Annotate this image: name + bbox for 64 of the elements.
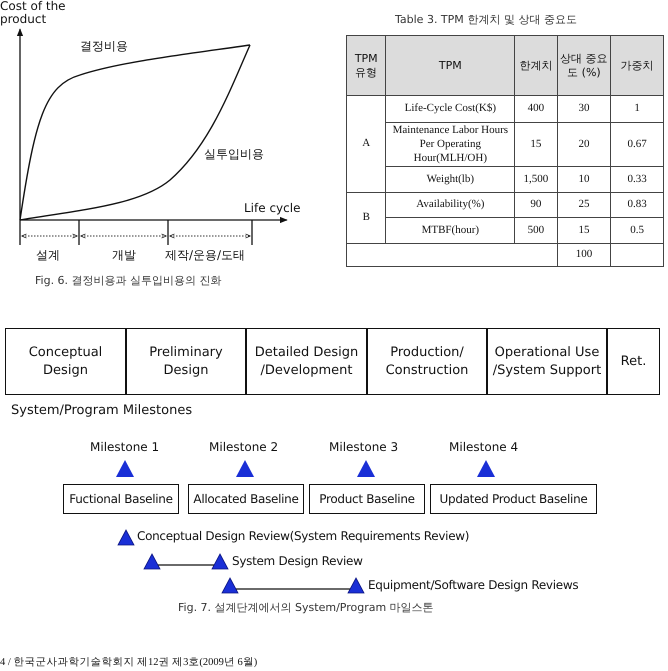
review-triangle	[222, 578, 238, 593]
table-cell: Maintenance Labor Hours Per Operating Hour(MLH/OH)	[386, 122, 515, 167]
milestone-label: Milestone 1	[90, 440, 160, 454]
table-cell: B	[346, 192, 386, 244]
curve-label: 실투입비용	[204, 146, 264, 163]
table-cell: Availability(%)	[386, 192, 515, 218]
table-cell: 15	[514, 122, 558, 167]
review-triangle	[212, 554, 228, 569]
table-cell: A	[346, 96, 386, 193]
table-cell: 90	[514, 192, 558, 218]
phase-box: Production/ Construction	[367, 328, 487, 395]
phase-box: Detailed Design /Development	[246, 328, 367, 395]
table-cell: 500	[514, 218, 558, 244]
table-cell: 0.5	[610, 218, 664, 244]
milestone-label: Milestone 3	[329, 440, 398, 454]
phase-box: Operational Use /System Support	[487, 328, 607, 395]
header-cell: 상대 중요도 (%)	[557, 36, 611, 96]
table-cell: 100	[557, 244, 611, 267]
phase-label: 제작/운용/도태	[165, 247, 246, 264]
axis-label: Life cycle	[244, 201, 300, 215]
connector-line	[236, 588, 350, 590]
baseline-box: Product Baseline	[309, 484, 425, 514]
phase-label: 설계	[36, 247, 60, 264]
phase-box: Ret.	[607, 328, 660, 395]
section-heading: System/Program Milestones	[11, 403, 192, 418]
header-cell: 가중치	[610, 36, 664, 96]
table-cell: 10	[557, 166, 611, 193]
table-cell: MTBF(hour)	[386, 218, 515, 244]
connector-line	[158, 564, 214, 566]
phase-label: 개발	[112, 247, 136, 264]
table-cell: 0.67	[610, 122, 664, 167]
baseline-box: Updated Product Baseline	[430, 484, 597, 514]
table-cell: 20	[557, 122, 611, 167]
review-triangle	[118, 530, 134, 545]
figure-caption: Fig. 6. 결정비용과 실투입비용의 진화	[35, 273, 222, 288]
review-triangle	[144, 554, 160, 569]
review-label: Equipment/Software Design Reviews	[368, 578, 578, 592]
baseline-box: Fuctional Baseline	[63, 484, 179, 514]
milestone-label: Milestone 2	[209, 440, 278, 454]
review-label: Conceptual Design Review(System Requirements Review)	[137, 529, 470, 543]
header-cell: TPM 유형	[346, 36, 386, 96]
table-cell: 400	[514, 96, 558, 122]
curve-label: 결정비용	[80, 38, 128, 55]
table-cell: 1,500	[514, 166, 558, 193]
table-cell: 0.83	[610, 192, 664, 218]
header-cell: 한계치	[514, 36, 558, 96]
page-footer: 4 / 한국군사과학기술학회지 제12권 제3호(2009년 6월)	[0, 655, 258, 669]
review-triangle	[348, 578, 364, 593]
table-cell: 1	[610, 96, 664, 122]
table-cell: 0.33	[610, 166, 664, 193]
milestone-label: Milestone 4	[449, 440, 518, 454]
table-cell: Weight(lb)	[386, 166, 515, 193]
table-caption: Table 3. TPM 한계치 및 상대 중요도	[395, 12, 577, 27]
review-label: System Design Review	[232, 554, 363, 568]
table-cell: 30	[557, 96, 611, 122]
header-cell: TPM	[386, 36, 515, 96]
phase-box: Preliminary Design	[126, 328, 246, 395]
baseline-box: Allocated Baseline	[188, 484, 304, 514]
table-cell: 15	[557, 218, 611, 244]
figure-caption: Fig. 7. 설계단계에서의 System/Program 마일스톤	[178, 600, 434, 615]
phase-box: Conceptual Design	[5, 328, 126, 395]
table-cell: Life-Cycle Cost(K$)	[386, 96, 515, 122]
axis-title: Cost of the product	[0, 0, 67, 26]
table-cell: 25	[557, 192, 611, 218]
